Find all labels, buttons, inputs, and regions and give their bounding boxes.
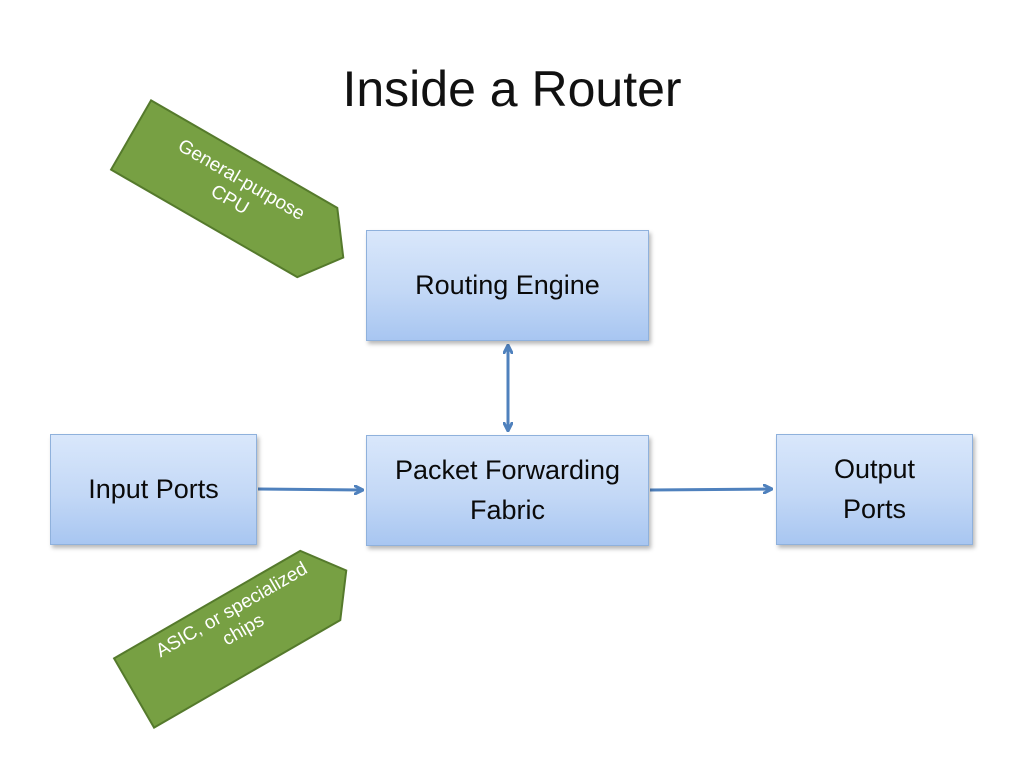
fabric-output-arrow (649, 489, 771, 490)
input-ports-label: Input Ports (88, 473, 219, 504)
input-ports-box: Input Ports (50, 434, 257, 545)
asic-callout-label: ASIC, or specialized chips (136, 549, 341, 693)
routing-engine-box: Routing Engine (366, 230, 649, 341)
output-label-line2: Ports (842, 493, 907, 524)
fabric-label-line1: Packet Forwarding (394, 455, 621, 486)
cpu-callout-label: General-purpose CPU (137, 121, 333, 260)
output-label-line1: Output (833, 454, 916, 485)
packet-forwarding-fabric-box: Packet Forwarding Fabric (366, 435, 649, 546)
page-title: Inside a Router (342, 61, 682, 117)
fabric-label-line2: Fabric (469, 494, 545, 525)
input-fabric-arrow (257, 489, 362, 490)
output-ports-box: Output Ports (776, 434, 973, 545)
routing-engine-label: Routing Engine (415, 269, 600, 300)
